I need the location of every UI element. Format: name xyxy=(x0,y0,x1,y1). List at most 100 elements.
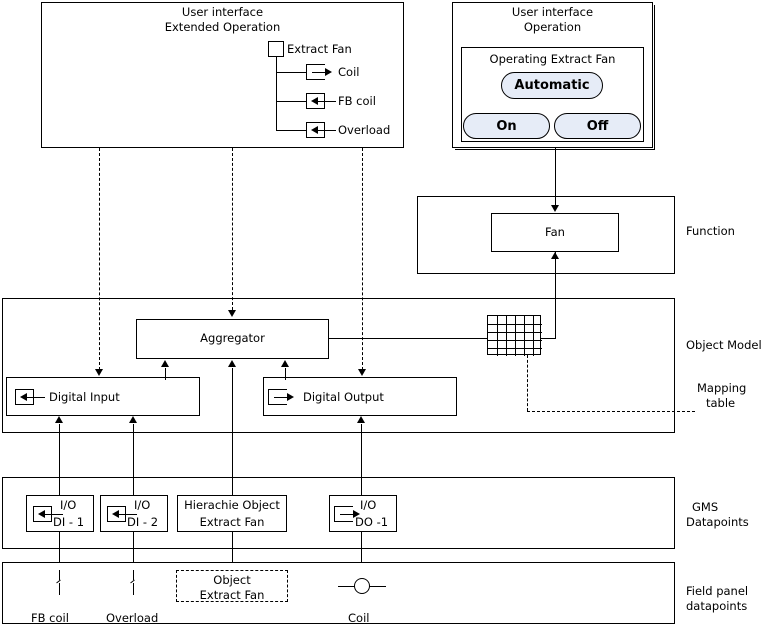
overload-contact-upper xyxy=(133,570,134,580)
tick-gms-di1-upper xyxy=(59,477,60,495)
ui-extended-title-line2: Extended Operation xyxy=(164,20,281,34)
link-di-2-arrowhead xyxy=(129,416,137,423)
dashed-link-ui-to-digital-input xyxy=(99,148,100,370)
link-hierarchie-object-to-aggregator-arrowhead xyxy=(228,360,236,367)
dashed-link-ui-to-digital-output xyxy=(362,148,363,370)
tick-link-do1-gap xyxy=(361,433,362,477)
link-hierarchie-object-to-aggregator xyxy=(232,368,233,493)
tick-overload xyxy=(133,549,134,563)
field-panel-label-overload: Overload xyxy=(106,611,159,625)
link-digital-output-to-aggregator xyxy=(285,368,286,380)
tick-coil xyxy=(361,549,362,563)
gms-di-2-icon-arrowhead xyxy=(112,510,119,518)
field-panel-side-label-line2: datapoints xyxy=(686,599,748,613)
tree-root-label: Extract Fan xyxy=(287,42,352,56)
digital-input-icon-arrowhead xyxy=(20,393,27,401)
mapping-table-callout-vertical xyxy=(527,355,528,411)
tick-link-di2-gap xyxy=(133,433,134,477)
tree-child-fbcoil-arrowhead xyxy=(311,97,318,105)
tick-fb-coil xyxy=(59,549,60,563)
automatic-button[interactable]: Automatic xyxy=(501,72,603,99)
link-di-1-arrowhead xyxy=(55,416,63,423)
tick-gms-di1-lower xyxy=(59,532,60,549)
mapping-table-side-label-line1: Mapping xyxy=(697,381,747,395)
tick-link-di1-gap xyxy=(59,433,60,477)
gms-di-2-line2: DI - 2 xyxy=(127,515,159,529)
relay-coil-icon xyxy=(354,578,370,594)
tree-branch-3 xyxy=(276,130,306,131)
link-mapping-table-to-fan-arrowhead xyxy=(551,252,559,259)
field-panel-object-extract-fan-box xyxy=(176,570,288,602)
overload-contact-lower xyxy=(133,583,134,595)
digital-input-icon-stem xyxy=(27,397,45,398)
fan-function-block[interactable] xyxy=(491,213,619,252)
gms-di-1-line1: I/O xyxy=(60,498,77,512)
link-operation-to-fan xyxy=(555,148,556,206)
field-panel-label-coil: Coil xyxy=(348,611,370,625)
dashed-link-ui-to-digital-input-arrowhead xyxy=(95,369,103,376)
gms-di-2-icon-stem xyxy=(119,514,137,515)
mapping-table-grid-icon[interactable] xyxy=(487,315,542,356)
gms-di-1-icon-arrowhead xyxy=(38,510,45,518)
tree-child-fbcoil-arrow-stem xyxy=(318,101,336,102)
relay-coil-lead-right xyxy=(369,586,386,587)
digital-output-label: Digital Output xyxy=(303,390,384,404)
gms-item-hierarchie-object[interactable] xyxy=(177,495,287,532)
tree-child-label-coil: Coil xyxy=(338,65,360,79)
link-do-1-arrowhead xyxy=(357,416,365,423)
tree-child-overload-arrow-stem xyxy=(318,130,336,131)
gms-di-1-icon-stem xyxy=(45,514,63,515)
tree-child-coil-arrow-stem xyxy=(312,72,327,73)
digital-input-label: Digital Input xyxy=(49,390,120,404)
tree-child-coil-arrowhead xyxy=(325,68,332,76)
tick-gms-di2-upper xyxy=(133,477,134,495)
link-digital-input-to-aggregator-arrowhead xyxy=(161,360,169,367)
gms-do-1-icon-stem xyxy=(340,514,355,515)
gms-item-di-2[interactable] xyxy=(100,495,168,532)
tree-branch-1 xyxy=(276,72,306,73)
digital-output-icon-arrowhead xyxy=(287,393,294,401)
ui-operation-title-line2: Operation xyxy=(523,20,582,34)
mapping-table-callout-horizontal xyxy=(527,411,695,412)
tick-gms-do1-upper xyxy=(361,477,362,495)
field-panel-object-line1: Object xyxy=(213,573,251,587)
off-button[interactable]: Off xyxy=(554,113,641,139)
field-panel-layer-box xyxy=(2,562,675,624)
aggregator-block[interactable] xyxy=(136,319,329,359)
dashed-link-ui-to-aggregator-arrowhead xyxy=(228,310,236,317)
link-mapping-table-to-fan xyxy=(555,252,556,339)
mapping-table-side-label-line2: table xyxy=(706,396,736,410)
ui-extended-title-line1: User interface xyxy=(181,5,264,19)
gms-side-label-line2: Datapoints xyxy=(686,515,749,529)
tick-gms-do1-lower xyxy=(361,532,362,549)
link-digital-output-to-aggregator-arrowhead xyxy=(281,360,289,367)
dashed-link-ui-to-digital-output-arrowhead xyxy=(358,369,366,376)
object-model-side-label: Object Model xyxy=(686,338,762,352)
digital-input-block[interactable] xyxy=(6,377,200,416)
tree-branch-2 xyxy=(276,101,306,102)
ui-extended-operation-panel xyxy=(41,2,404,148)
fan-function-label: Fan xyxy=(545,225,565,239)
relay-coil-lead-left xyxy=(338,586,355,587)
field-panel-side-label-line1: Field panel xyxy=(686,584,749,598)
tree-root-empty-square-icon[interactable] xyxy=(268,41,284,57)
fb-coil-contact-lower xyxy=(59,583,60,595)
link-operation-to-fan-arrowhead xyxy=(551,205,559,212)
gms-do-1-line1: I/O xyxy=(360,498,377,512)
on-button[interactable]: On xyxy=(463,113,550,139)
ui-operation-title-line1: User interface xyxy=(511,5,594,19)
tree-trunk xyxy=(276,57,277,130)
digital-output-block[interactable] xyxy=(263,377,457,416)
aggregator-label: Aggregator xyxy=(200,331,265,345)
tick-object-extract-fan xyxy=(232,549,233,563)
gms-do-1-line2: DO -1 xyxy=(355,515,389,529)
gms-side-label-line1: GMS xyxy=(692,500,719,514)
gms-di-1-line2: DI - 1 xyxy=(53,515,85,529)
tree-child-label-overload: Overload xyxy=(338,123,391,137)
function-layer-side-label: Function xyxy=(686,224,735,238)
gms-do-1-icon-arrowhead xyxy=(353,510,360,518)
tick-gms-object-lower xyxy=(232,532,233,549)
gms-hierarchie-line2: Extract Fan xyxy=(199,515,265,529)
tree-child-overload-arrowhead xyxy=(311,126,318,134)
